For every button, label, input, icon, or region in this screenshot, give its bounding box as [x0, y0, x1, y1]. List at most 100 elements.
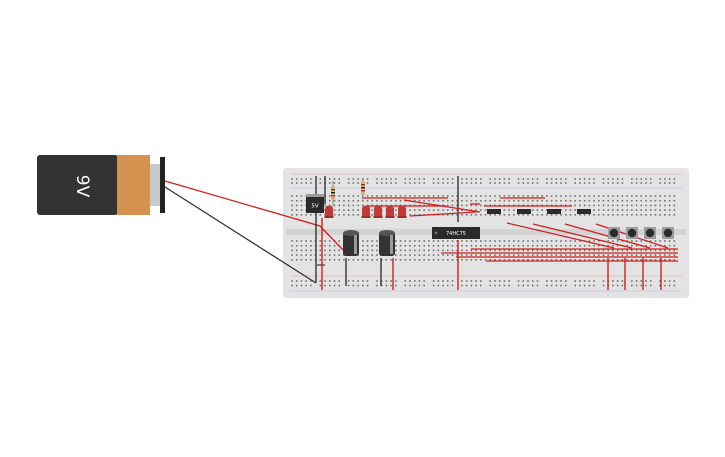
breadboard-hole — [541, 249, 543, 252]
breadboard-hole — [593, 214, 595, 216]
wire-battery-negative[interactable] — [164, 186, 317, 284]
ic-chip[interactable]: 74HC75 — [432, 227, 480, 239]
breadboard-hole — [376, 284, 378, 287]
breadboard-hole — [607, 199, 610, 202]
diode-4[interactable] — [577, 209, 591, 214]
breadboard-hole — [418, 209, 421, 211]
diode-1[interactable] — [487, 209, 501, 214]
breadboard-hole — [380, 199, 383, 202]
breadboard-hole — [480, 199, 482, 202]
breadboard-hole — [602, 280, 605, 282]
wire-btn-2[interactable] — [532, 223, 633, 249]
breadboard-hole — [489, 244, 492, 247]
capacitor-2[interactable] — [379, 230, 395, 256]
breadboard-hole — [442, 209, 444, 211]
resistor-1[interactable] — [331, 181, 335, 206]
voltage-regulator[interactable]: 5V — [306, 194, 324, 213]
breadboard-hole — [295, 249, 298, 252]
breadboard-hole — [295, 284, 298, 287]
resistor-2[interactable] — [361, 178, 365, 198]
breadboard-hole — [588, 284, 591, 287]
breadboard-hole — [560, 244, 562, 247]
breadboard-hole — [546, 284, 548, 287]
breadboard-hole — [480, 284, 482, 287]
breadboard-hole — [470, 280, 473, 282]
breadboard-hole — [555, 195, 558, 197]
wire-battery-positive[interactable] — [164, 180, 344, 251]
breadboard-hole — [319, 254, 322, 256]
breadboard-hole — [593, 249, 595, 252]
breadboard-hole — [480, 178, 482, 180]
breadboard-hole — [531, 195, 534, 197]
breadboard-hole — [432, 249, 435, 252]
breadboard-hole — [442, 199, 444, 202]
breadboard-hole — [555, 254, 558, 256]
breadboard-hole — [564, 259, 567, 261]
breadboard-hole — [432, 195, 435, 197]
diode-3[interactable] — [547, 209, 561, 214]
led-2[interactable] — [361, 205, 371, 219]
breadboard-hole — [503, 214, 506, 216]
led-1[interactable] — [324, 205, 334, 219]
breadboard-hole — [489, 178, 492, 180]
breadboard-hole — [673, 259, 676, 261]
breadboard-hole — [631, 214, 633, 216]
breadboard-hole — [645, 214, 647, 216]
battery-9v[interactable]: 9V — [37, 155, 165, 215]
breadboard-hole — [324, 244, 326, 247]
wire-top-3[interactable] — [403, 199, 481, 213]
led-3[interactable] — [373, 205, 383, 219]
breadboard-hole — [366, 199, 369, 202]
breadboard-hole — [442, 182, 444, 184]
capacitor-1[interactable] — [343, 230, 359, 256]
breadboard-hole — [560, 178, 562, 180]
push-button-1[interactable] — [608, 227, 620, 239]
breadboard-hole — [602, 284, 605, 287]
led-5[interactable] — [397, 205, 407, 219]
breadboard-hole — [484, 195, 487, 197]
breadboard-hole — [659, 209, 661, 211]
breadboard-hole — [612, 249, 614, 252]
breadboard-hole — [579, 178, 581, 180]
breadboard-hole — [631, 259, 633, 261]
breadboard-hole — [484, 240, 487, 242]
breadboard-hole — [541, 254, 543, 256]
breadboard-hole — [621, 254, 624, 256]
breadboard-hole — [357, 204, 359, 207]
breadboard-hole — [395, 254, 397, 256]
breadboard-hole — [395, 214, 397, 216]
breadboard-hole — [564, 280, 567, 282]
breadboard-hole — [513, 214, 515, 216]
diode-2[interactable] — [517, 209, 531, 214]
breadboard-hole — [366, 195, 369, 197]
breadboard-hole — [621, 280, 624, 282]
push-button-2[interactable] — [626, 227, 638, 239]
breadboard-hole — [489, 214, 492, 216]
breadboard-hole — [607, 209, 610, 211]
push-button-4[interactable] — [662, 227, 674, 239]
breadboard-hole — [413, 259, 416, 261]
push-button-3[interactable] — [644, 227, 656, 239]
breadboard-hole — [428, 259, 430, 261]
breadboard-hole — [475, 209, 477, 211]
breadboard-hole — [399, 195, 402, 197]
breadboard-hole — [324, 284, 326, 287]
breadboard-hole — [310, 182, 312, 184]
breadboard-hole — [593, 209, 595, 211]
capacitor-1-stripe — [354, 235, 357, 254]
wire-btn-3[interactable] — [564, 223, 651, 249]
breadboard-hole — [635, 214, 638, 216]
wire-top-4[interactable] — [409, 211, 477, 217]
breadboard-hole — [513, 254, 515, 256]
breadboard-hole — [456, 240, 458, 242]
breadboard-hole — [385, 195, 388, 197]
led-4[interactable] — [385, 205, 395, 219]
breadboard-hole — [508, 254, 510, 256]
wires — [164, 176, 678, 290]
breadboard-hole — [668, 244, 671, 247]
breadboard-hole — [616, 284, 619, 287]
breadboard-hole — [357, 199, 359, 202]
breadboard-hole — [423, 182, 425, 184]
wire-btn-1[interactable] — [506, 222, 615, 249]
breadboard-hole — [399, 199, 402, 202]
